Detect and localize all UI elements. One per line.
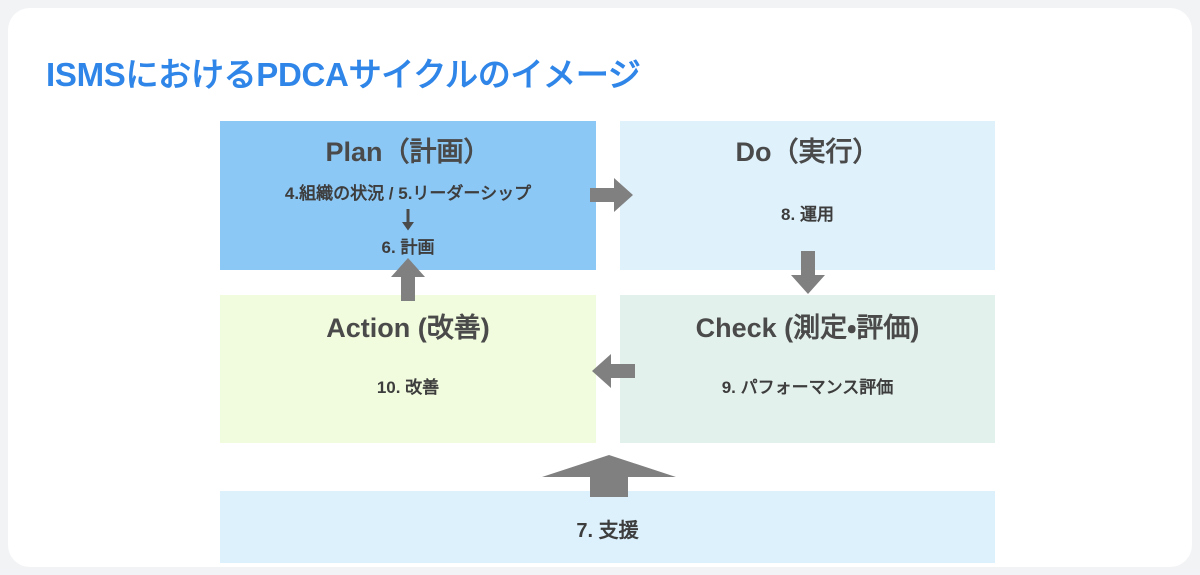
do-clause: 8. 運用 (781, 205, 834, 224)
arrow-up-wide-icon (542, 455, 676, 497)
plan-clause-line-1: 4.組織の状況 / 5.リーダーシップ (284, 184, 532, 203)
plan-clause-line-2: 6. 計画 (381, 238, 435, 257)
check-clause: 9. パフォーマンス評価 (721, 378, 894, 397)
action-title: Action (改善) (326, 313, 490, 343)
pdca-box-action: Action (改善) 10. 改善 (220, 295, 596, 443)
do-title: Do（実行） (735, 137, 880, 167)
pdca-box-plan: Plan（計画） 4.組織の状況 / 5.リーダーシップ 6. 計画 (220, 121, 596, 270)
pdca-box-check: Check (測定・評価) 9. パフォーマンス評価 (620, 295, 995, 443)
pdca-box-support: 7. 支援 (220, 491, 995, 563)
page-title: ISMSにおけるPDCAサイクルのイメージ (46, 56, 641, 93)
plan-title: Plan（計画） (325, 137, 491, 167)
support-clause: 7. 支援 (576, 520, 639, 542)
arrow-down-icon (788, 251, 828, 295)
arrow-down-small-icon (402, 209, 415, 231)
pdca-box-do: Do（実行） 8. 運用 (620, 121, 995, 270)
arrow-right-icon (590, 175, 634, 215)
arrow-up-icon (388, 257, 428, 301)
diagram-card: ISMSにおけるPDCAサイクルのイメージ Plan（計画） 4.組織の状況 /… (8, 8, 1192, 567)
action-clause: 10. 改善 (376, 378, 440, 397)
check-title: Check (測定・評価) (695, 313, 920, 343)
arrow-left-icon (591, 351, 635, 391)
